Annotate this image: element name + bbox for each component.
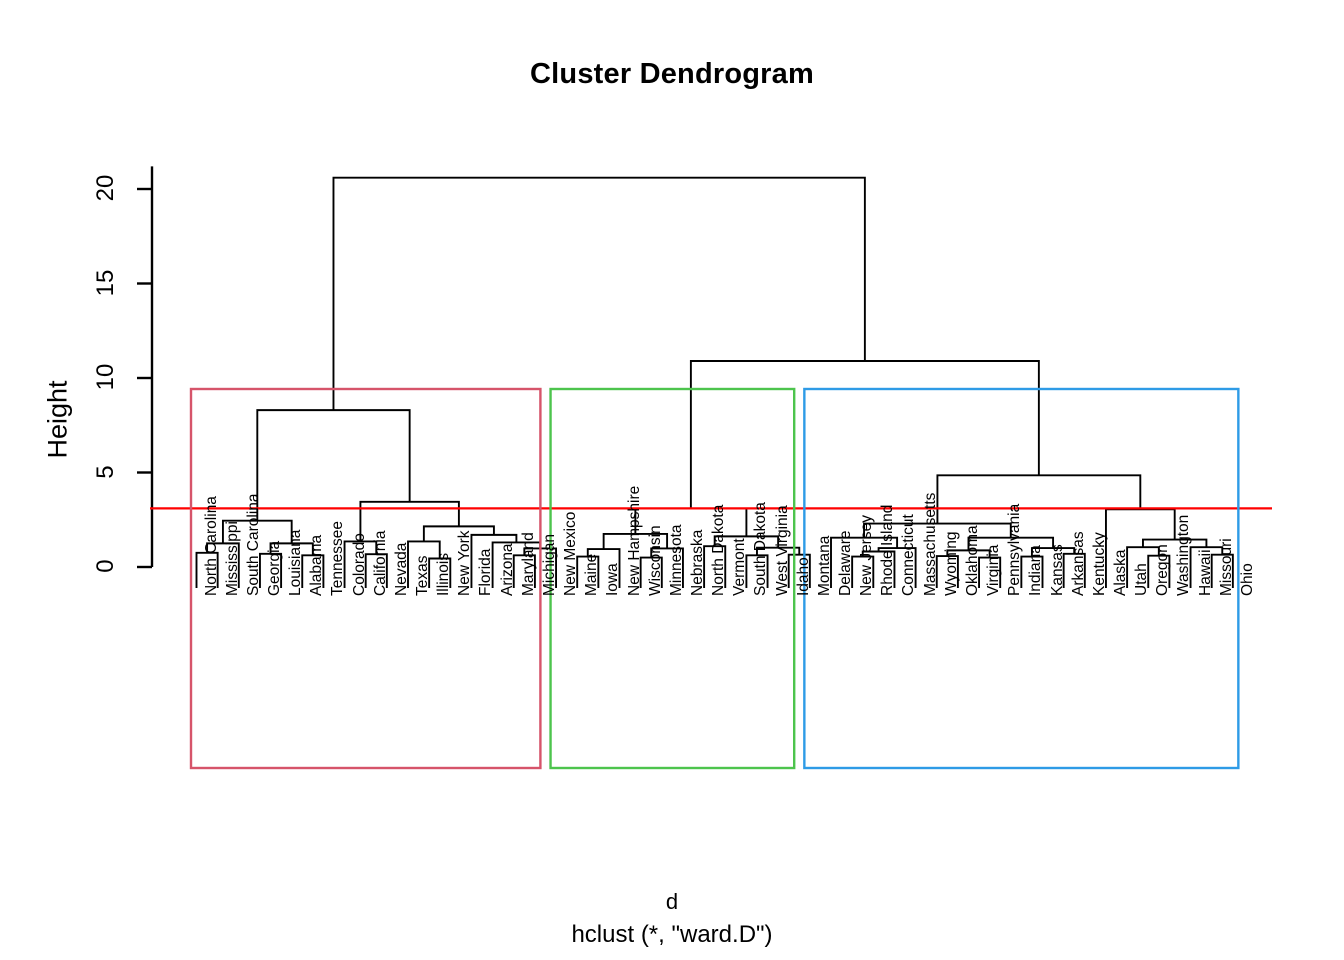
leaf-label: North Dakota [710,504,728,596]
cluster-boxes-layer [189,387,1240,770]
leaf-label: Louisiana [287,529,305,596]
y-tick-label: 15 [92,269,119,296]
leaf-label: Tennessee [329,521,347,596]
leaf-label: Missouri [1217,538,1235,596]
leaf-label: Hawaii [1196,549,1214,596]
y-axis-layer [137,166,154,569]
leaf-label: Kansas [1048,544,1066,596]
leaf-label: Utah [1133,563,1151,596]
leaf-label: North Carolina [202,496,220,596]
y-tick-label: 20 [92,174,119,202]
leaf-label: Montana [815,535,833,596]
y-tick-label: 10 [92,363,119,391]
leaf-label: West Virginia [773,505,791,596]
y-tick-label: 5 [92,464,119,479]
leaf-label: Colorado [350,533,368,596]
leaf-label: Wisconsin [646,525,664,596]
leaf-label: Iowa [604,563,622,596]
leaf-label: Kentucky [1090,532,1108,596]
x-axis-subtitle: hclust (*, "ward.D") [571,921,773,948]
leaf-label: Rhode Island [879,504,897,596]
leaf-label: Michigan [540,533,558,596]
y-axis-label: Height [42,380,73,459]
tree-lines-layer [195,176,1234,567]
leaf-label: Virginia [985,544,1003,596]
leaf-label: Alaska [1111,549,1129,596]
leaf-label: New Hampshire [625,485,643,596]
leaf-label: Alabama [308,534,326,596]
leaf-label: Massachusetts [921,492,939,596]
leaf-label: Vermont [731,538,749,596]
leaf-label: New Mexico [562,511,580,596]
leaf-label: California [371,530,389,596]
leaf-label: Georgia [265,540,283,596]
leaf-label: Florida [477,548,495,596]
leaf-label: Nebraska [688,529,706,596]
leaf-label: South Carolina [244,493,262,596]
leaf-label: Minnesota [667,524,685,596]
page-title: Cluster Dendrogram [530,58,814,90]
leaf-label: Arizona [498,543,516,596]
leaf-label: Delaware [837,530,854,596]
y-tick-label: 0 [92,559,119,573]
leaf-label: Indiana [1027,545,1045,596]
leaf-label: Arkansas [1069,531,1087,596]
leaf-label: Pennsylvania [1006,503,1024,596]
leaf-label: Mississippi [223,521,241,596]
leaf-label: New York [456,530,474,596]
leaf-label: Texas [414,555,431,597]
leaf-label: Wyoming [942,531,960,596]
leaf-label: Ohio [1238,563,1256,596]
leaf-label: Maine [583,553,601,596]
leaf-label: Illinois [435,552,453,596]
leaf-label: Idaho [794,557,812,596]
leaf-label: New Jersey [858,515,876,596]
leaf-label: Washington [1175,514,1193,596]
leaf-label: Maryland [519,532,537,596]
leaf-label: Oregon [1154,544,1172,596]
leaf-label: Connecticut [900,514,918,596]
leaf-label: South Dakota [752,502,770,596]
leaf-label: Nevada [392,542,410,596]
x-axis-label: d [665,889,679,914]
leaf-label: Oklahoma [963,525,981,596]
